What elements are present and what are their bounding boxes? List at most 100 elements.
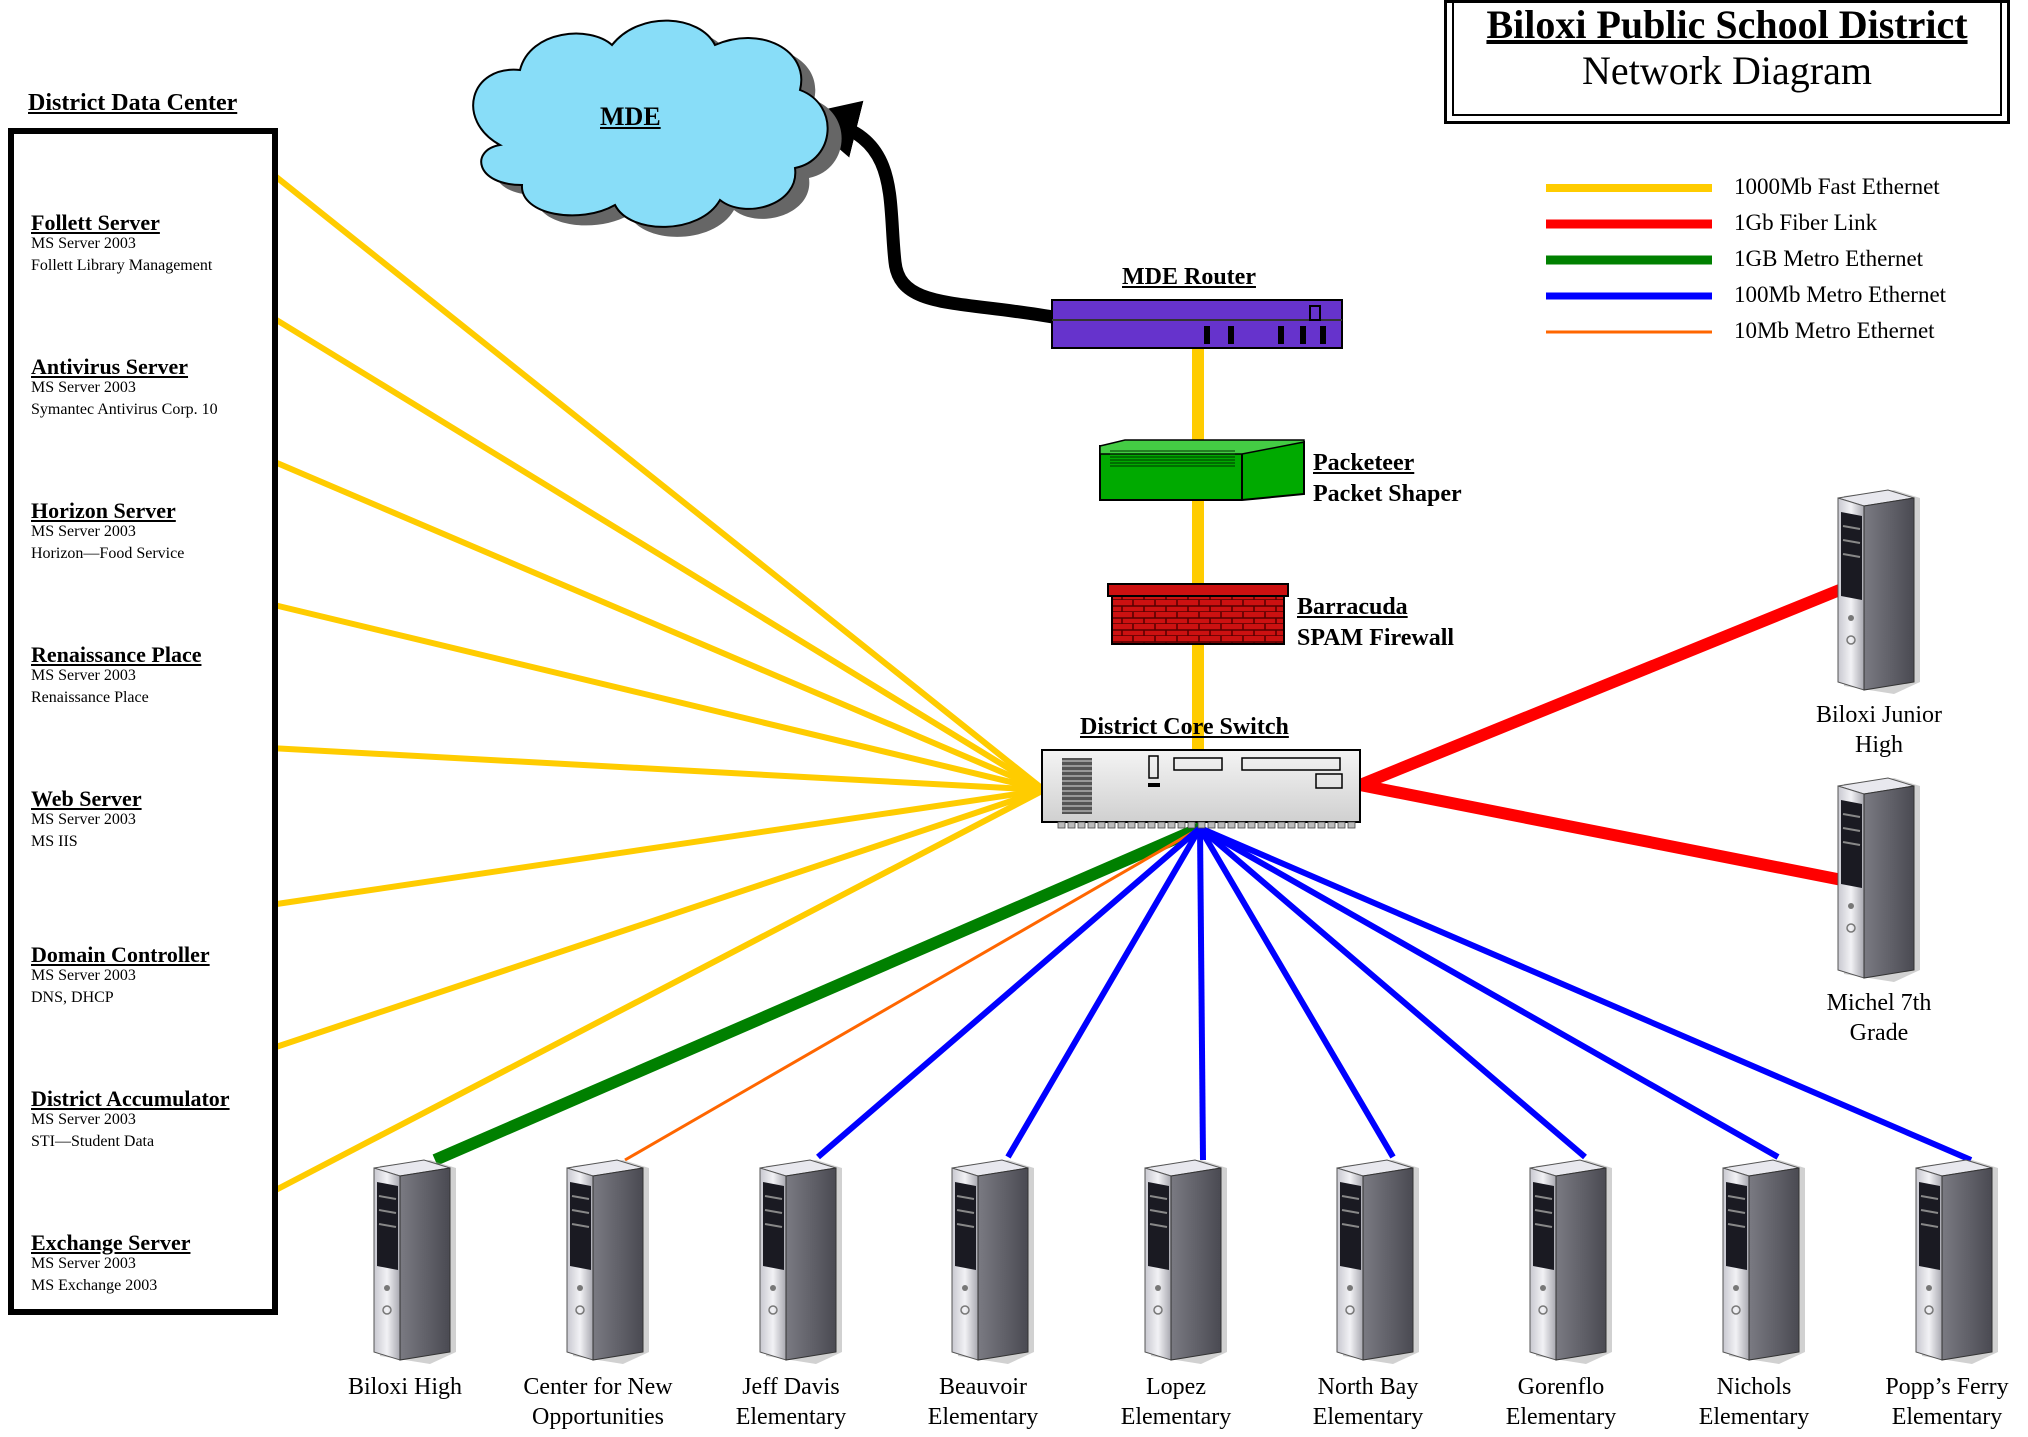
tower-drive: [1842, 813, 1861, 818]
tower-drive: [571, 1195, 590, 1200]
server-os: MS Server 2003: [31, 379, 136, 396]
server-role: Renaissance Place: [31, 689, 149, 706]
tower-school-site: [373, 1159, 456, 1364]
tower-drive: [1534, 1209, 1553, 1214]
tower-drive: [1149, 1223, 1168, 1228]
tower-drive: [571, 1223, 590, 1228]
switch-port: [1327, 821, 1336, 829]
server-name: District Accumulator: [31, 1086, 230, 1111]
tower-side: [592, 1167, 644, 1361]
fast-ethernet-link: [269, 601, 1045, 793]
tower-drive: [764, 1223, 783, 1228]
tower-school-site: [951, 1159, 1034, 1364]
tower-drive: [378, 1209, 397, 1214]
tower-school-site: [1336, 1159, 1419, 1364]
tower-drive: [764, 1195, 783, 1200]
tower-button: [962, 1285, 968, 1291]
title-box: Biloxi Public School District Network Di…: [1444, 0, 2010, 124]
fiber-link: [1358, 779, 1844, 886]
core-switch-device: [1041, 749, 1361, 829]
server-os: MS Server 2003: [31, 1255, 136, 1272]
server-os: MS Server 2003: [31, 1111, 136, 1128]
school-link: [816, 825, 1202, 1160]
tower-drive: [1534, 1195, 1553, 1200]
school-link: [1197, 827, 1206, 1161]
tower-side: [1555, 1167, 1607, 1361]
server-os: MS Server 2003: [31, 523, 136, 540]
school-link: [624, 826, 1201, 1162]
switch-port: [1247, 821, 1256, 829]
tower-button: [1540, 1285, 1546, 1291]
server-os: MS Server 2003: [31, 967, 136, 984]
site-label-line2: Elementary: [1698, 1404, 1810, 1430]
diagram-title: Biloxi Public School District: [1486, 2, 1968, 47]
tower-drive: [956, 1209, 975, 1214]
router-port: [1320, 326, 1326, 344]
tower-side: [399, 1167, 451, 1361]
tower-button: [1848, 903, 1854, 909]
fast-ethernet-link: [268, 787, 1046, 1196]
server-name: Domain Controller: [31, 942, 210, 967]
switch-port: [1057, 821, 1066, 829]
tower-button: [1848, 615, 1854, 621]
tower-drive: [1842, 827, 1861, 832]
switch-port: [1077, 821, 1086, 829]
switch-port: [1097, 821, 1106, 829]
server-name: Web Server: [31, 786, 142, 811]
site-label-line2: Elementary: [1120, 1404, 1232, 1430]
switch-port: [1157, 821, 1166, 829]
tower-power: [1846, 635, 1856, 645]
fast-ethernet-link: [268, 169, 1046, 793]
site-label-line1: Gorenflo: [1517, 1374, 1605, 1400]
router-port: [1300, 326, 1306, 344]
server-name: Antivirus Server: [31, 354, 189, 379]
shaper-device: [1099, 439, 1305, 501]
switch-port: [1177, 821, 1186, 829]
site-label-line1: Jeff Davis: [742, 1374, 840, 1400]
tower-school-site: [566, 1159, 649, 1364]
fast-ethernet-link: [268, 313, 1046, 793]
site-label: Biloxi High: [310, 1372, 500, 1402]
fast-ethernet-link: [268, 457, 1046, 793]
site-label-line1: Lopez: [1146, 1374, 1206, 1400]
tower-power: [960, 1305, 970, 1315]
switch-port: [1117, 821, 1126, 829]
school-link: [1198, 825, 1587, 1160]
school-link: [1005, 826, 1203, 1159]
server-role: Horizon—Food Service: [31, 545, 185, 562]
switch-slot: [1173, 757, 1223, 771]
school-link: [1198, 825, 1973, 1163]
legend-label-metro-1gb: 1GB Metro Ethernet: [1734, 246, 1924, 271]
site-label-line1: Center for New: [523, 1374, 673, 1400]
tower-side: [1170, 1167, 1222, 1361]
switch-port: [1277, 821, 1286, 829]
router-port: [1204, 326, 1210, 344]
tower-drive: [378, 1223, 397, 1228]
switch-port: [1307, 821, 1316, 829]
mde-cloud: [472, 19, 842, 237]
server-role: STI—Student Data: [31, 1133, 155, 1150]
site-label-line1: Biloxi Junior: [1815, 702, 1942, 728]
switch-slot: [1241, 757, 1341, 771]
server-role: Symantec Antivirus Corp. 10: [31, 401, 218, 418]
site-label-line1: Biloxi High: [347, 1374, 462, 1400]
fast-ethernet-link: [269, 787, 1045, 908]
switch-slot: [1315, 773, 1343, 789]
tower-drive: [1341, 1223, 1360, 1228]
switch-port: [1147, 821, 1156, 829]
tower-power: [768, 1305, 778, 1315]
tower-power: [1345, 1305, 1355, 1315]
tower-drive: [956, 1223, 975, 1228]
data-center-title: District Data Center: [28, 90, 238, 116]
shaper-label-2: Packet Shaper: [1313, 481, 1462, 507]
tower-drive: [1534, 1223, 1553, 1228]
tower-button: [384, 1285, 390, 1291]
tower-button: [577, 1285, 583, 1291]
server-role: MS Exchange 2003: [31, 1277, 158, 1294]
fiber-link: [1357, 583, 1845, 791]
